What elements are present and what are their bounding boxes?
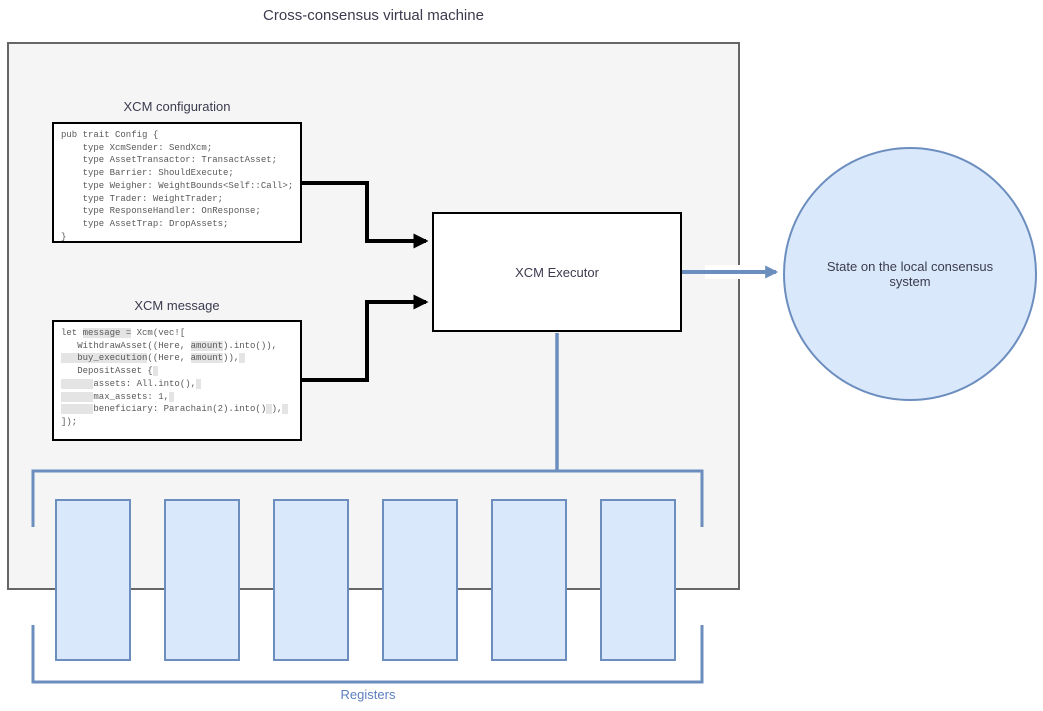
xcm-message-code: let message = Xcm(vec![ WithdrawAsset((H… <box>52 320 302 441</box>
xcm-message-label: XCM message <box>134 298 220 313</box>
xcm-executor-box: XCM Executor <box>432 212 682 332</box>
register <box>382 499 458 661</box>
register <box>600 499 676 661</box>
xcm-configuration-label: XCM configuration <box>123 99 231 114</box>
register <box>55 499 131 661</box>
diagram-title: Cross-consensus virtual machine <box>263 7 484 24</box>
register <box>491 499 567 661</box>
state-circle: State on the local consensus system <box>783 147 1037 401</box>
state-circle-label: State on the local consensus system <box>826 259 994 289</box>
xcm-configuration-code: pub trait Config { type XcmSender: SendX… <box>52 122 302 243</box>
registers-label: Registers <box>340 687 396 702</box>
register <box>273 499 349 661</box>
xcm-executor-label: XCM Executor <box>515 264 599 280</box>
register <box>164 499 240 661</box>
